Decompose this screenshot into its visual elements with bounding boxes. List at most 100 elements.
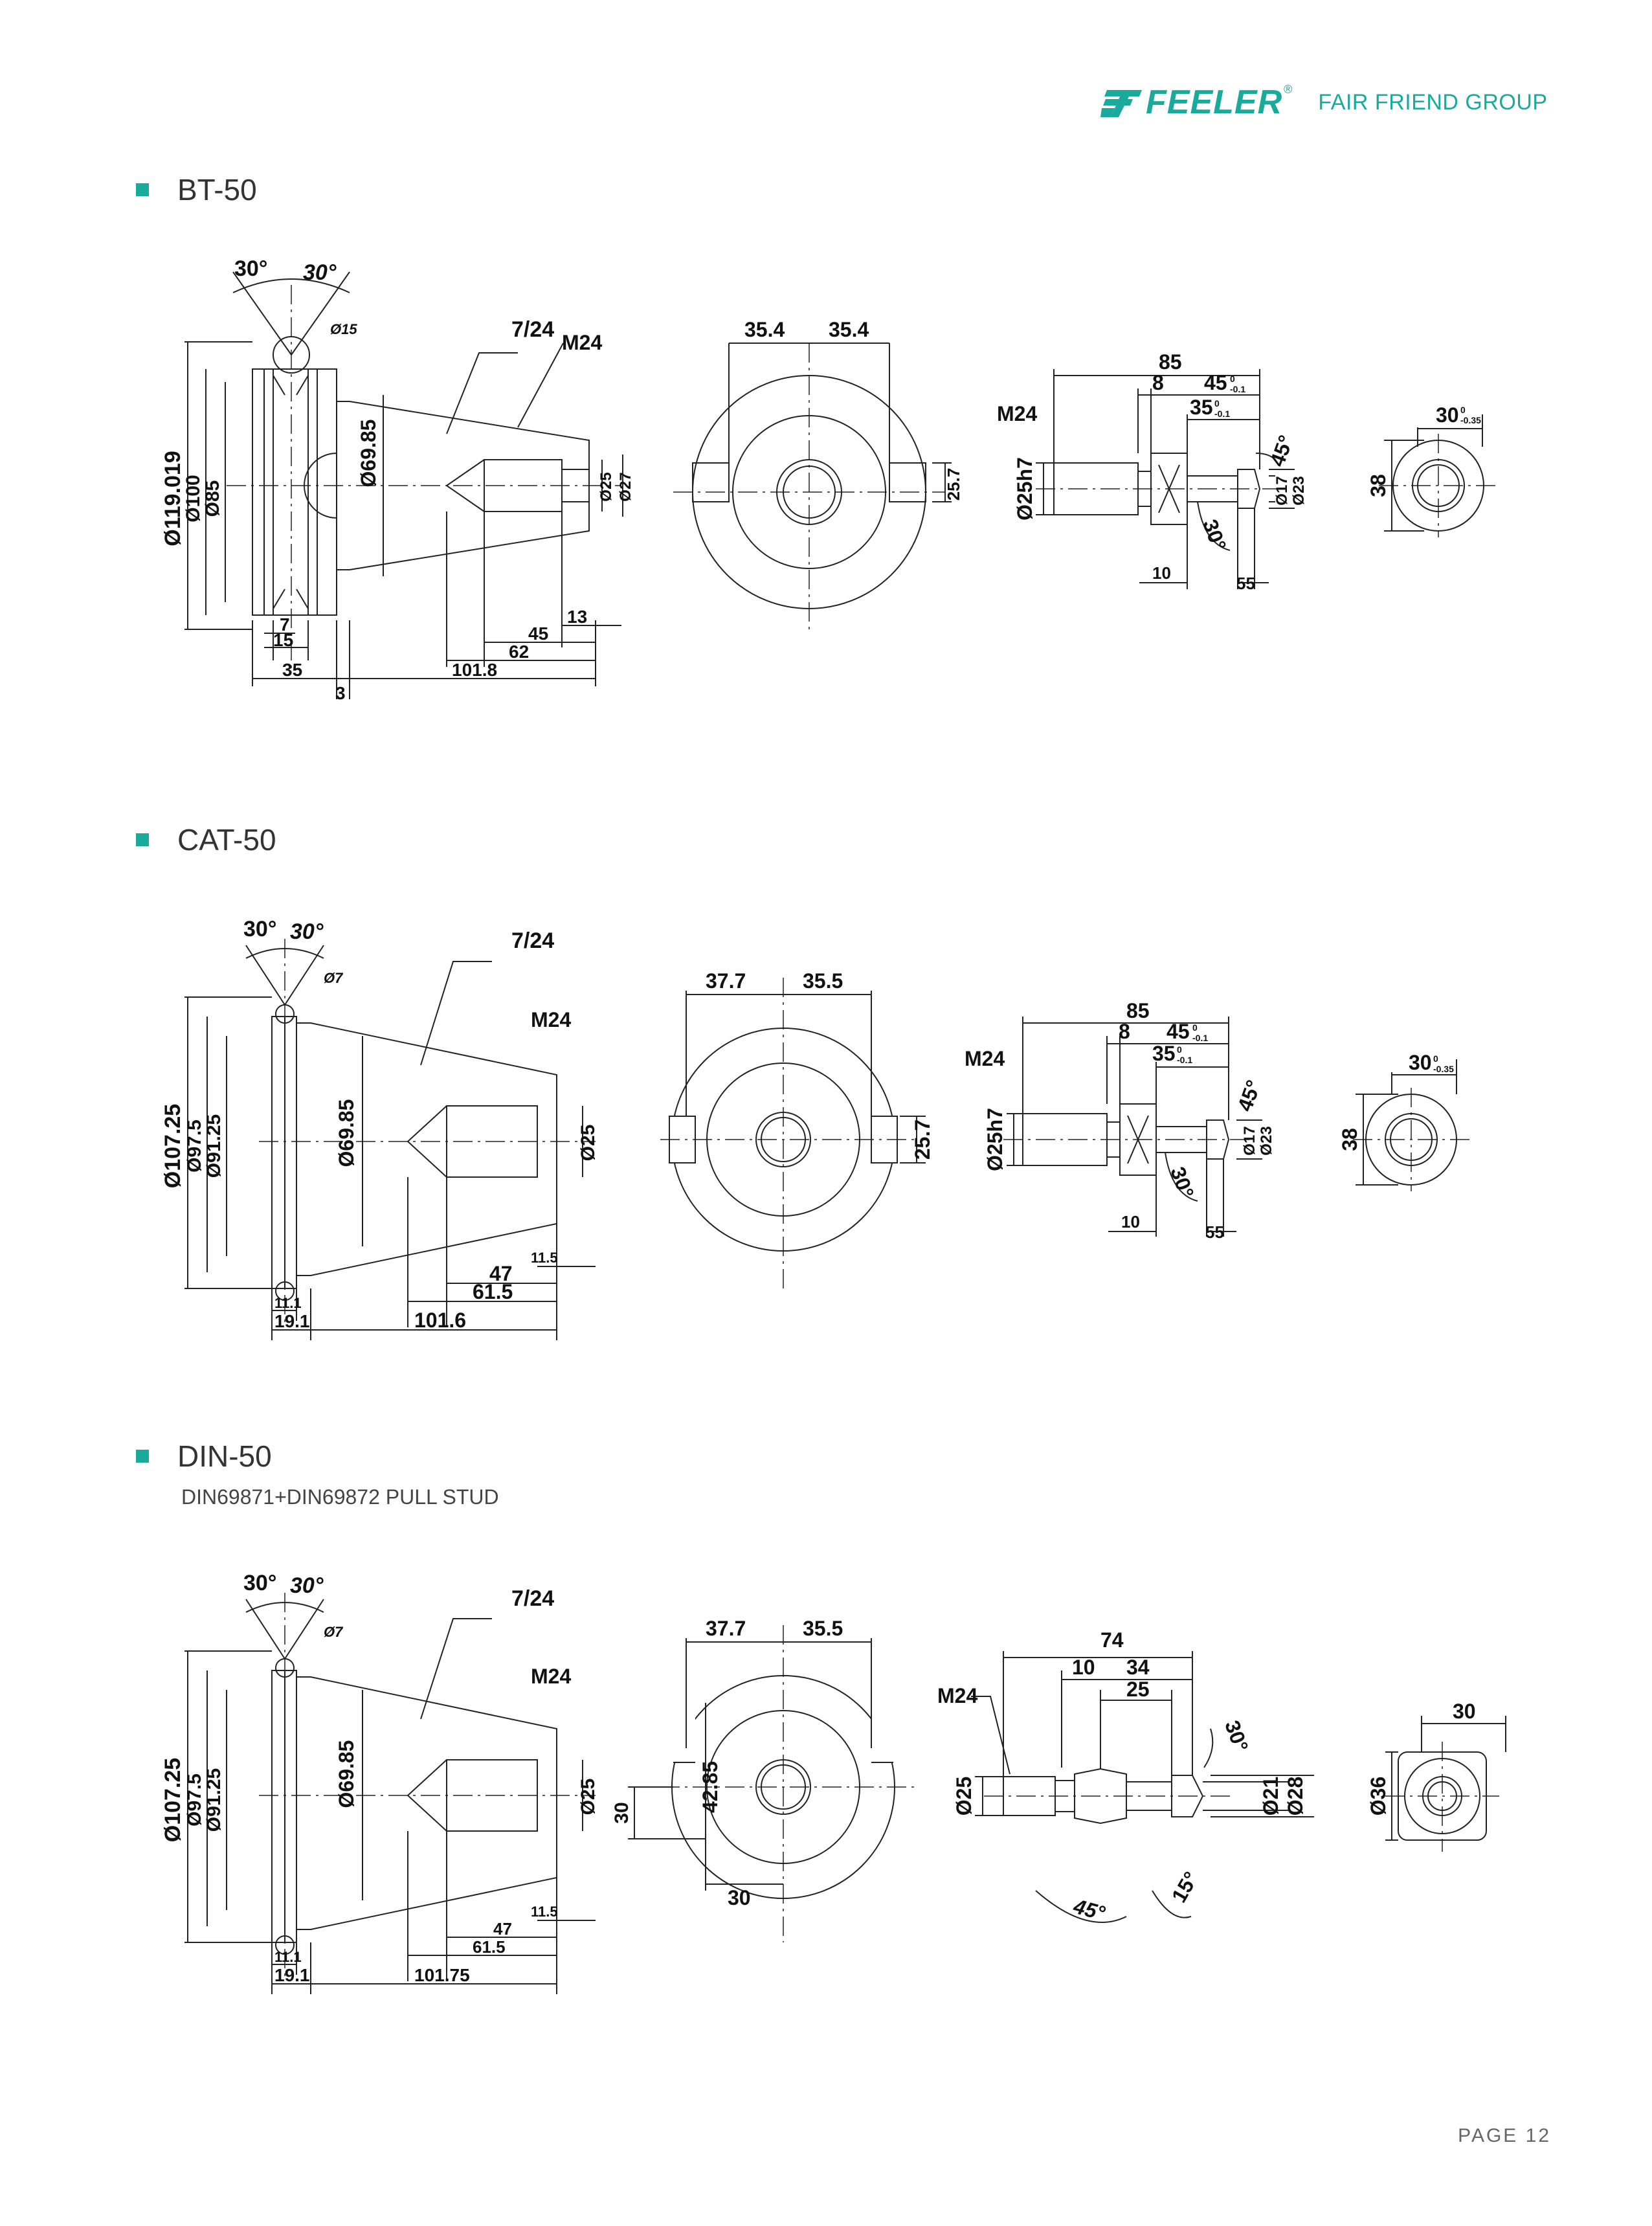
angle-text: 45°: [1071, 1894, 1108, 1925]
taper-label: 7/24: [511, 928, 554, 953]
dim-text: 34: [1126, 1656, 1150, 1679]
cat50-toolholder-view: 30° 30° Ø7 7/24 M24 Ø107.25 Ø97.5 Ø91.25…: [161, 917, 599, 1340]
dim-text: 37.7: [706, 1617, 746, 1640]
dim-text: Ø25h7: [1013, 457, 1036, 521]
din50-pull-stud-view: 74 10 34 25 M24 Ø25 30° Ø21 Ø28 45° 15°: [937, 1628, 1314, 1925]
tolerance-lower: -0.35: [1433, 1064, 1454, 1074]
dim-text: 30°: [303, 260, 337, 285]
dim-text: 10: [1121, 1212, 1140, 1231]
thread-label: M24: [997, 402, 1037, 425]
bullet-icon: [136, 1450, 149, 1463]
brand-name: FEELER: [1146, 84, 1283, 121]
dim-text: 55: [1236, 574, 1255, 593]
tolerance-upper: 0: [1177, 1044, 1182, 1055]
dim-text: Ø27: [617, 472, 634, 501]
dim-text: 45: [1166, 1020, 1190, 1043]
dim-text: 38: [1338, 1128, 1361, 1151]
thread-label: M24: [531, 1008, 571, 1031]
dim-text: Ø23: [1290, 476, 1308, 505]
brand-header: FEELER ® FAIR FRIEND GROUP: [1100, 83, 1548, 122]
section-cat50: CAT-50: [136, 822, 276, 857]
dim-text: 30°: [243, 917, 276, 941]
dim-text: 47: [489, 1262, 513, 1285]
dim-text: 19.1: [274, 1311, 310, 1331]
dim-text: Ø25: [577, 1125, 599, 1162]
dim-text: Ø17: [1273, 476, 1291, 505]
dim-text: Ø97.5: [184, 1773, 205, 1827]
dim-text: 61.5: [473, 1280, 513, 1303]
tolerance-upper: 0: [1460, 405, 1466, 415]
dim-text: 30: [1409, 1051, 1432, 1074]
dim-text: 35.5: [803, 1617, 843, 1640]
dim-text: 25.7: [944, 468, 963, 501]
din50-stud-end-view: 30 Ø36: [1367, 1700, 1506, 1852]
section-title: BT-50: [177, 173, 257, 207]
dim-text: Ø23: [1258, 1126, 1275, 1155]
dim-text: 11.1: [274, 1949, 302, 1965]
dim-text: 11.5: [531, 1250, 558, 1266]
bt50-stud-end-view: 30 0 -0.35 38: [1367, 403, 1495, 537]
thread-label: M24: [937, 1684, 977, 1707]
din50-toolholder-view: 30° 30° Ø7 7/24 M24 Ø107.25 Ø97.5 Ø91.25…: [161, 1571, 599, 1994]
angle-text: 30°: [1220, 1717, 1253, 1755]
dim-text: Ø28: [1284, 1777, 1307, 1816]
dim-text: Ø85: [202, 480, 223, 517]
page-number: PAGE 12: [1458, 2125, 1551, 2146]
dim-text: 74: [1100, 1628, 1124, 1652]
dim-text: 15: [273, 630, 293, 650]
dim-text: 8: [1119, 1020, 1130, 1043]
dim-text: 7: [280, 614, 290, 635]
dim-text: Ø100: [183, 475, 204, 522]
dim-text: Ø7: [324, 970, 344, 986]
tolerance-lower: -0.1: [1230, 384, 1245, 394]
dim-text: 3: [335, 683, 346, 703]
dim-text: 35.4: [744, 318, 785, 341]
bullet-icon: [136, 183, 149, 196]
bt50-toolholder-view: 30° 30° Ø15 7/24 M24 Ø119.019 Ø100 Ø85 Ø…: [161, 256, 634, 703]
feeler-logo-icon: [1100, 90, 1142, 117]
dim-text: Ø69.85: [335, 1099, 358, 1167]
bt50-drawing: 30° 30° Ø15 7/24 M24 Ø119.019 Ø100 Ø85 Ø…: [0, 246, 1652, 712]
dim-text: Ø91.25: [203, 1768, 225, 1832]
dim-text: Ø107.25: [161, 1758, 185, 1842]
dim-text: 19.1: [274, 1965, 310, 1985]
dim-text: 30: [728, 1886, 751, 1909]
section-bt50: BT-50: [136, 172, 257, 207]
dim-text: Ø107.25: [161, 1104, 185, 1188]
angle-text: 30°: [1198, 516, 1231, 554]
cat50-stud-end-view: 30 0 -0.35 38: [1338, 1051, 1469, 1191]
dim-text: 101.75: [414, 1965, 470, 1985]
dim-text: 45: [528, 624, 548, 644]
dim-text: 13: [567, 607, 587, 627]
dim-text: Ø97.5: [184, 1119, 205, 1173]
tolerance-lower: -0.35: [1460, 415, 1481, 425]
dim-text: Ø36: [1367, 1777, 1390, 1816]
dim-text: Ø69.85: [335, 1740, 358, 1808]
dim-text: Ø15: [330, 321, 357, 337]
dim-text: Ø119.019: [161, 451, 185, 546]
taper-label: 7/24: [511, 1586, 554, 1611]
section-title: DIN-50: [177, 1439, 272, 1473]
dim-text: 35.5: [803, 969, 843, 993]
dim-text: 101.8: [452, 660, 497, 680]
dim-text: Ø17: [1241, 1126, 1258, 1155]
dim-text: 30: [1453, 1700, 1476, 1723]
dim-text: 10: [1152, 563, 1171, 583]
dim-text: 35: [1190, 396, 1213, 419]
cat50-flange-end-view: 37.7 35.5 25.7: [660, 969, 934, 1288]
dim-text: 30°: [243, 1571, 276, 1595]
dim-text: 10: [1072, 1656, 1095, 1679]
thread-label: M24: [965, 1047, 1005, 1070]
dim-text: Ø25: [577, 1779, 599, 1816]
dim-text: 30: [1436, 403, 1459, 427]
dim-text: 85: [1126, 999, 1150, 1022]
dim-text: Ø25: [597, 472, 615, 501]
dim-text: Ø91.25: [203, 1114, 225, 1178]
dim-text: 25: [1126, 1678, 1150, 1701]
registered-mark: ®: [1284, 82, 1293, 96]
tolerance-upper: 0: [1192, 1022, 1198, 1033]
dim-text: 30°: [290, 919, 324, 944]
thread-label: M24: [531, 1665, 571, 1688]
section-din50: DIN-50: [136, 1439, 272, 1474]
dim-text: 11.5: [531, 1904, 558, 1920]
